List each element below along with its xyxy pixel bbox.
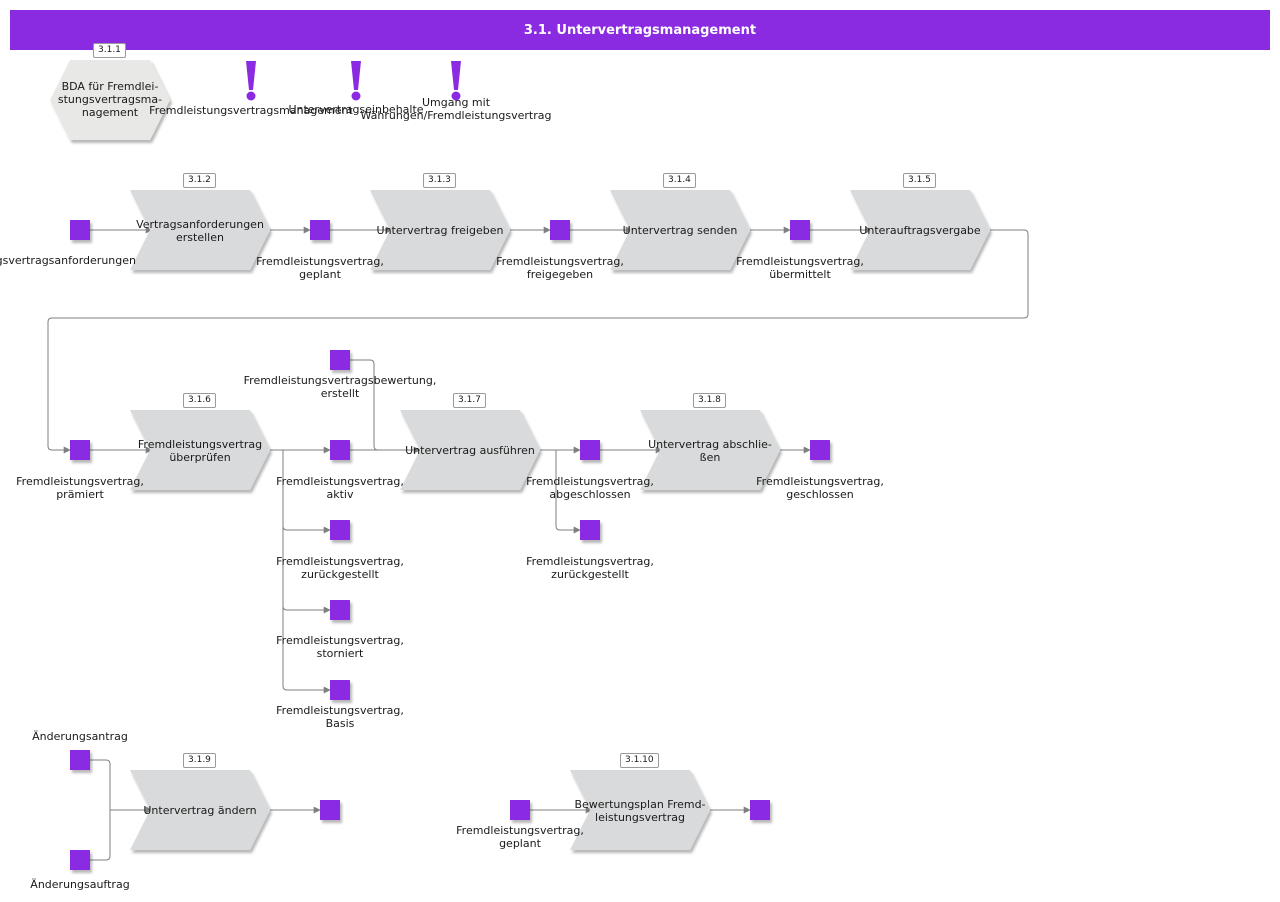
chevron-step-3-1-5[interactable] [850,190,990,270]
chevron-step-3-1-10[interactable] [570,770,710,850]
object-label: Fremdleistungsvertrag, geschlossen [756,475,884,501]
object-label: Änderungsauftrag [30,878,130,891]
step-id-badge: 3.1.2 [183,173,216,188]
connector [282,606,331,694]
step-id-badge: 3.1.4 [663,173,696,188]
step-id-badge: 3.1.6 [183,393,216,408]
connector [555,450,581,534]
object-label: Fremdleistungsvertrag, prämiert [16,475,144,501]
exclamation-icon [351,61,361,101]
exclamation-icon [451,61,461,101]
data-object-square[interactable] [330,680,350,700]
rule-label: Fremdleistungsvertragsmanagement [149,104,353,117]
object-label: Fremdleistungsvertrag, übermittelt [736,255,864,281]
connectors [47,226,1029,861]
data-object-square[interactable] [580,440,600,460]
step-label: Untervertrag freigeben [376,224,504,237]
step-id-badge: 3.1.8 [693,393,726,408]
diagram-title: 3.1. Untervertragsmanagement [10,10,1270,50]
step-label: Untervertrag abschlie- ßen [648,438,772,464]
data-object-square[interactable] [790,220,810,240]
step-label: Fremdleistungsvertrag überprüfen [137,438,263,464]
data-object-square[interactable] [70,750,90,770]
data-object-square[interactable] [810,440,830,460]
object-label: Fremdleistungsvertragsbewertung, erstell… [243,374,437,400]
data-object-square[interactable] [550,220,570,240]
step-label: Bewertungsplan Fremd- leistungsvertrag [574,798,706,824]
exclamation-icon [246,61,256,101]
step-label: Unterauftragsvergabe [859,224,981,237]
data-object-square[interactable] [330,350,350,370]
data-object-square[interactable] [750,800,770,820]
chevron-step-3-1-6[interactable] [130,410,270,490]
object-label: Fremdleistungsvertrag, zurückgestellt [526,555,654,581]
chevron-step-3-1-8[interactable] [640,410,780,490]
data-object-square[interactable] [310,220,330,240]
step-id-badge: 3.1.10 [620,753,659,768]
object-label: Fremdleistungsvertrag, Basis [276,704,404,730]
data-object-square[interactable] [510,800,530,820]
object-label: Fremdleistungsvertrag, abgeschlossen [526,475,654,501]
connector [47,229,1029,454]
step-id-badge: 3.1.1 [93,43,126,58]
data-object-square[interactable] [330,600,350,620]
data-object-square[interactable] [320,800,340,820]
step-id-badge: 3.1.5 [903,173,936,188]
data-object-square[interactable] [580,520,600,540]
object-label: Fremdleistungsvertrag, storniert [276,634,404,660]
step-label: Vertragsanforderungen erstellen [136,218,264,244]
chevron-step-3-1-3[interactable] [370,190,510,270]
chevron-step-3-1-4[interactable] [610,190,750,270]
object-label: Fremdleistungsvertrag, aktiv [276,475,404,501]
object-label: Änderungsantrag [32,730,128,743]
step-label: Untervertrag senden [622,224,738,237]
rule-label: Untervertragseinbehalte [288,103,424,116]
hexagon-step-3-1-1[interactable] [50,60,170,140]
object-label: Fremdleistungsvertrag, geplant [456,824,584,850]
data-object-square[interactable] [70,850,90,870]
data-object-square[interactable] [330,520,350,540]
step-label: Untervertrag ausführen [405,444,535,457]
object-label: Fremdleistungsvertrag, geplant [256,255,384,281]
object-label: Fremdleistungsvertragsanforderungen [0,254,136,267]
step-label: BDA für Fremdlei- stungsvertragsma- nage… [57,80,163,119]
data-object-square[interactable] [70,440,90,460]
chevron-step-3-1-9[interactable] [130,770,270,850]
step-label: Untervertrag ändern [143,804,257,817]
object-label: Fremdleistungsvertrag, freigegeben [496,255,624,281]
step-id-badge: 3.1.3 [423,173,456,188]
connector [350,359,420,451]
connector [90,759,111,861]
rule-label: Umgang mit Währungen/Fremdleistungsvertr… [360,96,552,122]
chevron-step-3-1-7[interactable] [400,410,540,490]
step-id-badge: 3.1.7 [453,393,486,408]
chevron-step-3-1-2[interactable] [130,190,270,270]
step-id-badge: 3.1.9 [183,753,216,768]
data-object-square[interactable] [70,220,90,240]
object-label: Fremdleistungsvertrag, zurückgestellt [276,555,404,581]
data-object-square[interactable] [330,440,350,460]
